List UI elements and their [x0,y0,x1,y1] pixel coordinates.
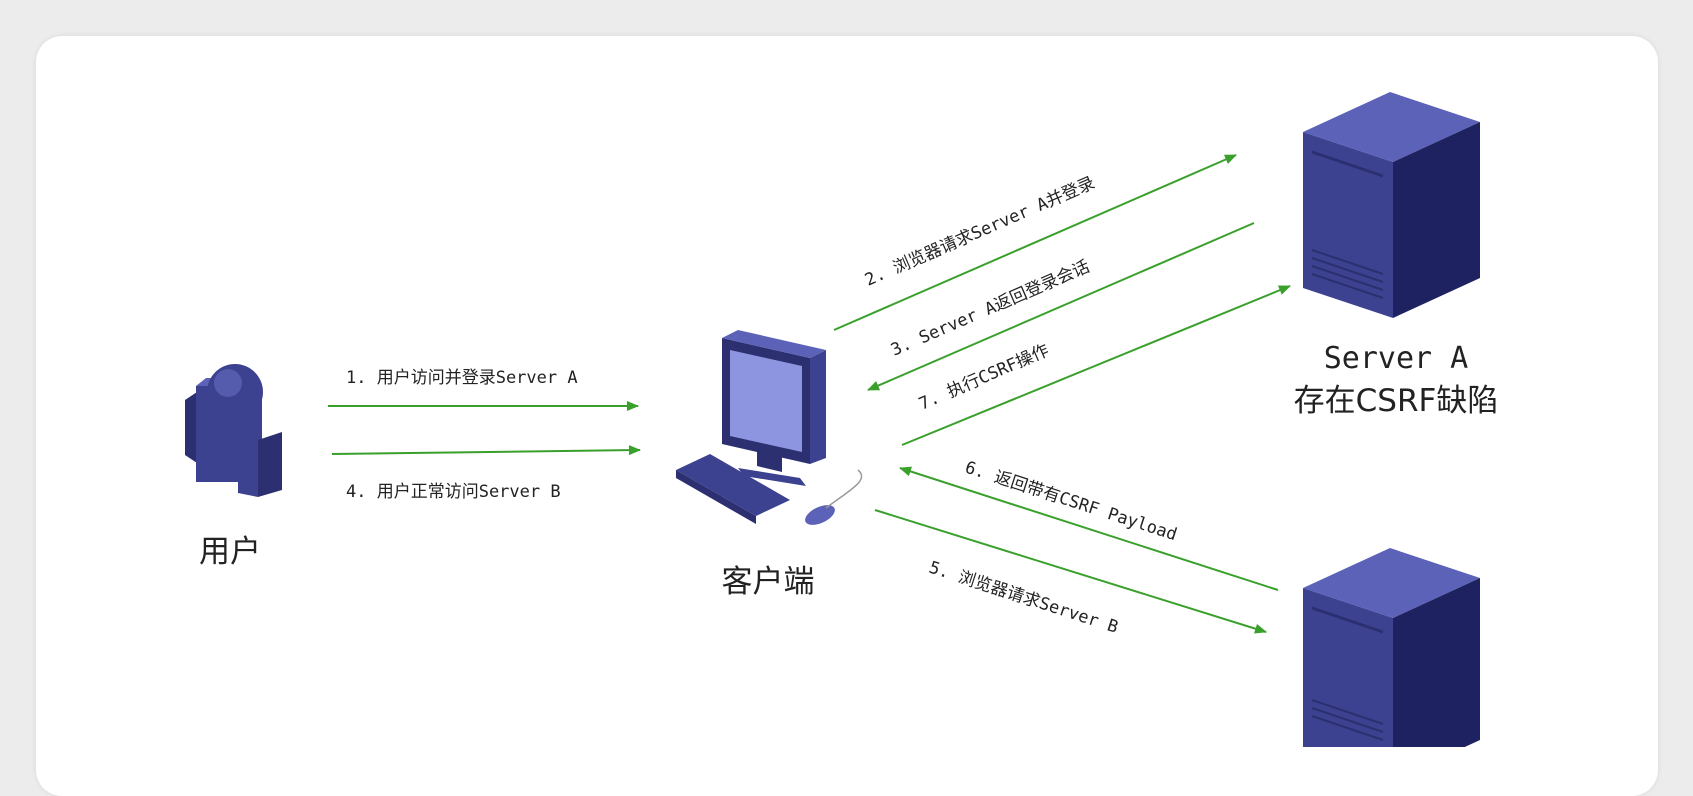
user-icon [185,364,282,497]
flow-arrows [328,154,1291,634]
csrf-flow-diagram: 用户 客户端 Server A 存在CSRF缺陷 [185,92,1499,747]
arrow-step-7 [901,285,1291,446]
arrow-step-6 [899,466,1279,591]
server-a-icon [1303,92,1480,318]
step-3-label: 3. Server A返回登录会话 [888,257,1093,361]
computer-icon [676,330,863,525]
diagram-card: 用户 客户端 Server A 存在CSRF缺陷 [36,36,1658,796]
arrow-step-5 [874,509,1267,634]
arrow-step-2 [833,154,1237,331]
user-label: 用户 [199,534,261,570]
step-1-label: 1. 用户访问并登录Server A [346,368,578,388]
step-4-label: 4. 用户正常访问Server B [346,482,561,502]
server-b-icon [1303,548,1480,747]
arrow-step-3 [867,222,1255,391]
server-a-name: Server A [1324,341,1469,376]
step-7-label: 7. 执行CSRF操作 [916,341,1052,415]
server-a-note: 存在CSRF缺陷 [1294,383,1499,419]
client-label: 客户端 [722,564,815,600]
step-6-label: 6. 返回带有CSRF Payload [962,458,1179,545]
arrow-step-4 [331,445,641,456]
step-5-label: 5. 浏览器请求Server B [926,558,1120,638]
